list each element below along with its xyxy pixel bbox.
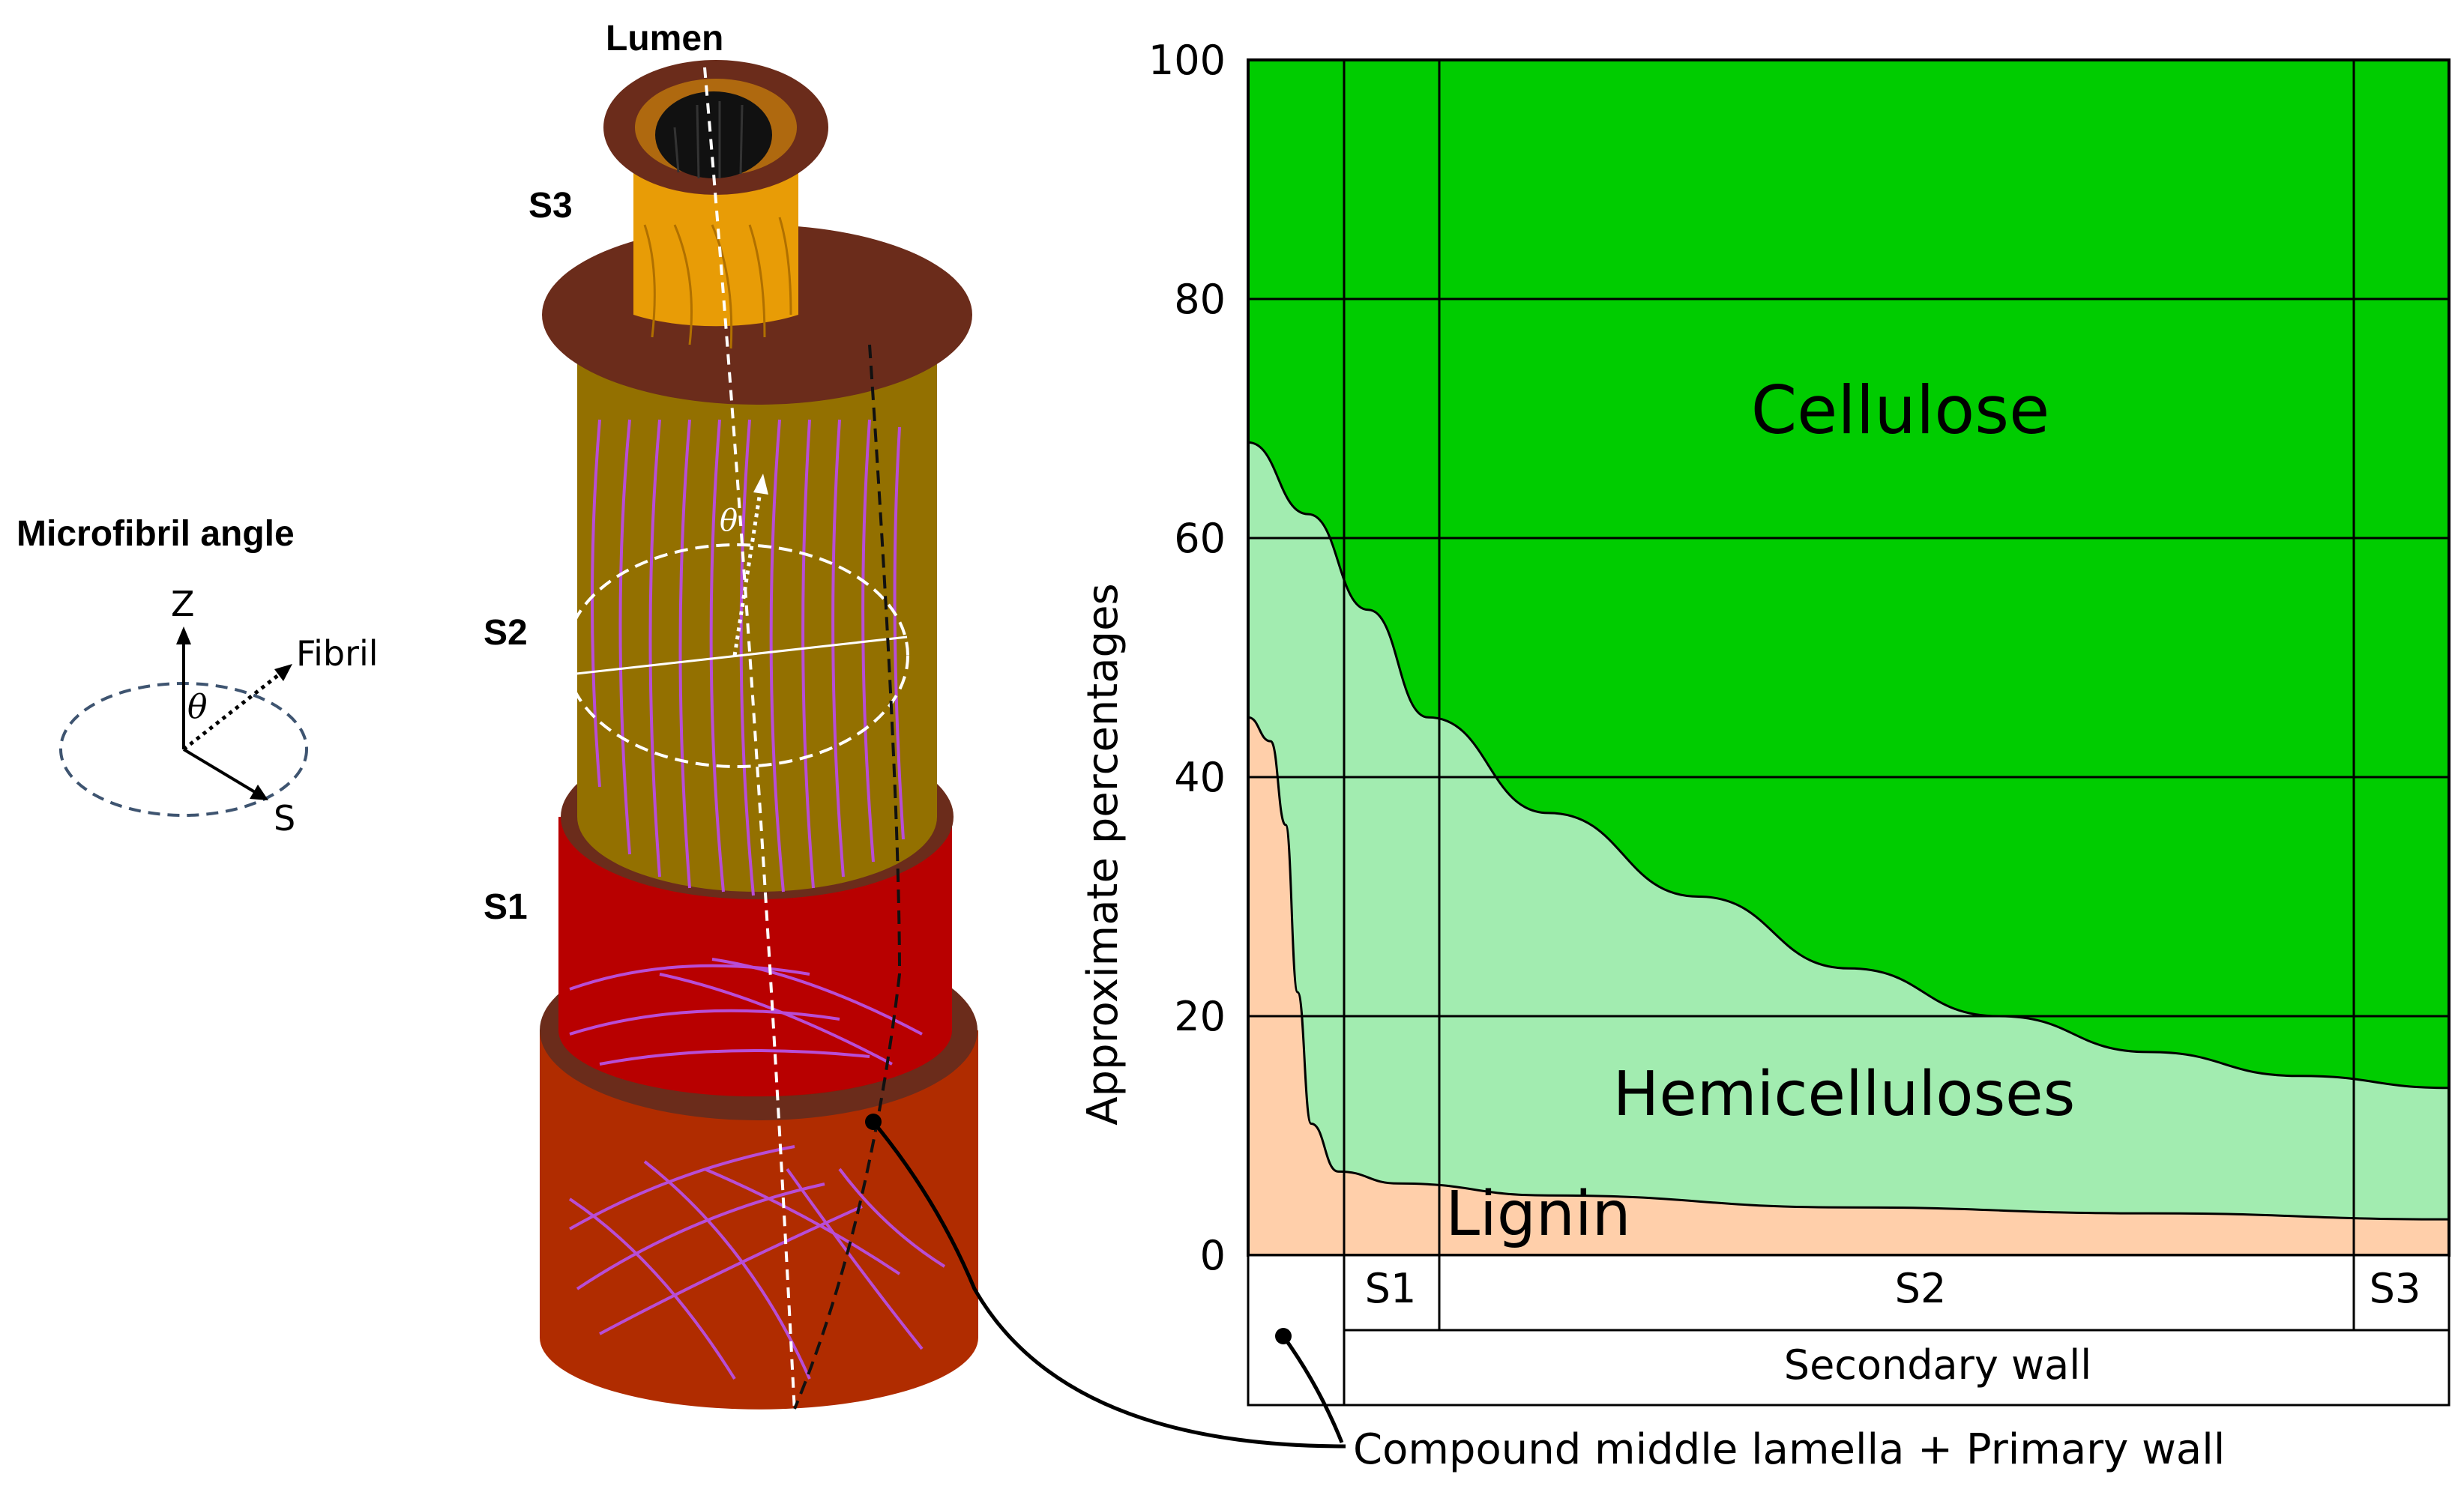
y-tick-label-40: 40 [1174,754,1226,801]
y-tick-label-60: 60 [1174,515,1226,562]
s-axis-label: S [274,798,295,839]
s-axis-arrowhead [250,785,268,800]
s2-layer [542,225,972,896]
series-label-lignin: Lignin [1445,1179,1630,1250]
s1-label: S1 [484,887,528,927]
callout-label: Compound middle lamella + Primary wall [1353,1425,2225,1474]
fibril-angle-arrowhead [753,474,768,495]
callout-line [872,1120,1346,1449]
s3-fibrils [643,217,792,349]
s-axis [182,748,260,796]
cylinder-axis-line [703,67,796,1413]
boundary-cellulose-hemicellulose [1247,441,2450,1090]
theta-label: θ [187,688,208,726]
s2-label: S2 [484,613,528,653]
series-label-cellulose: Cellulose [1751,372,2050,449]
area-lignin [1248,717,2449,1255]
z-axis-arrowhead [176,626,191,644]
z-axis-label: Z [171,584,195,624]
chart-areas [1247,60,2450,1255]
lumen-label: Lumen [606,19,723,58]
fibril-angle-arrow [732,486,763,656]
secondary-wall-label: Secondary wall [1784,1341,2091,1389]
microfibril-angle-title: Microfibril angle [16,514,295,554]
region-label-s1: S1 [1365,1265,1417,1312]
y-tick-label-0: 0 [1200,1232,1226,1279]
lumen-texture [673,101,744,179]
fibril-label: Fibril [296,633,379,674]
series-label-hemicelluloses: Hemicelluloses [1613,1059,2076,1130]
s2-ellipse-axis [569,635,908,676]
boundary-hemicellulose-lignin [1247,716,2450,1221]
side-dashed-curve [793,344,902,1410]
microfibril-angle-schematic: Microfibril angle Z S Fibril θ [16,514,379,839]
s3-label: S3 [528,186,573,226]
chart-y-tick-labels: 100 80 60 40 20 0 [1148,37,1226,1279]
y-tick-label-100: 100 [1148,37,1226,84]
s2-angle-ellipse [564,543,909,768]
s3-layer [603,60,828,349]
composition-chart: 100 80 60 40 20 0 Approximate percentages Cel… [1079,37,2451,1474]
s2-theta-label: θ [720,504,738,538]
primary-wall-fibrils [568,1145,946,1380]
chart-region-boxes [1247,1254,2451,1407]
y-tick-label-20: 20 [1174,993,1226,1040]
fibril-arrowhead [274,664,292,681]
region-label-s3: S3 [2370,1265,2421,1312]
chart-ylabel: Approximate percentages [1079,583,1127,1126]
s2-fibrils [591,419,905,896]
y-tick-label-80: 80 [1174,276,1226,323]
cell-wall-cylinder: Lumen S3 S2 S1 θ [484,19,1346,1449]
region-label-s2: S2 [1895,1265,1947,1312]
callout-connector [1281,1335,1344,1443]
